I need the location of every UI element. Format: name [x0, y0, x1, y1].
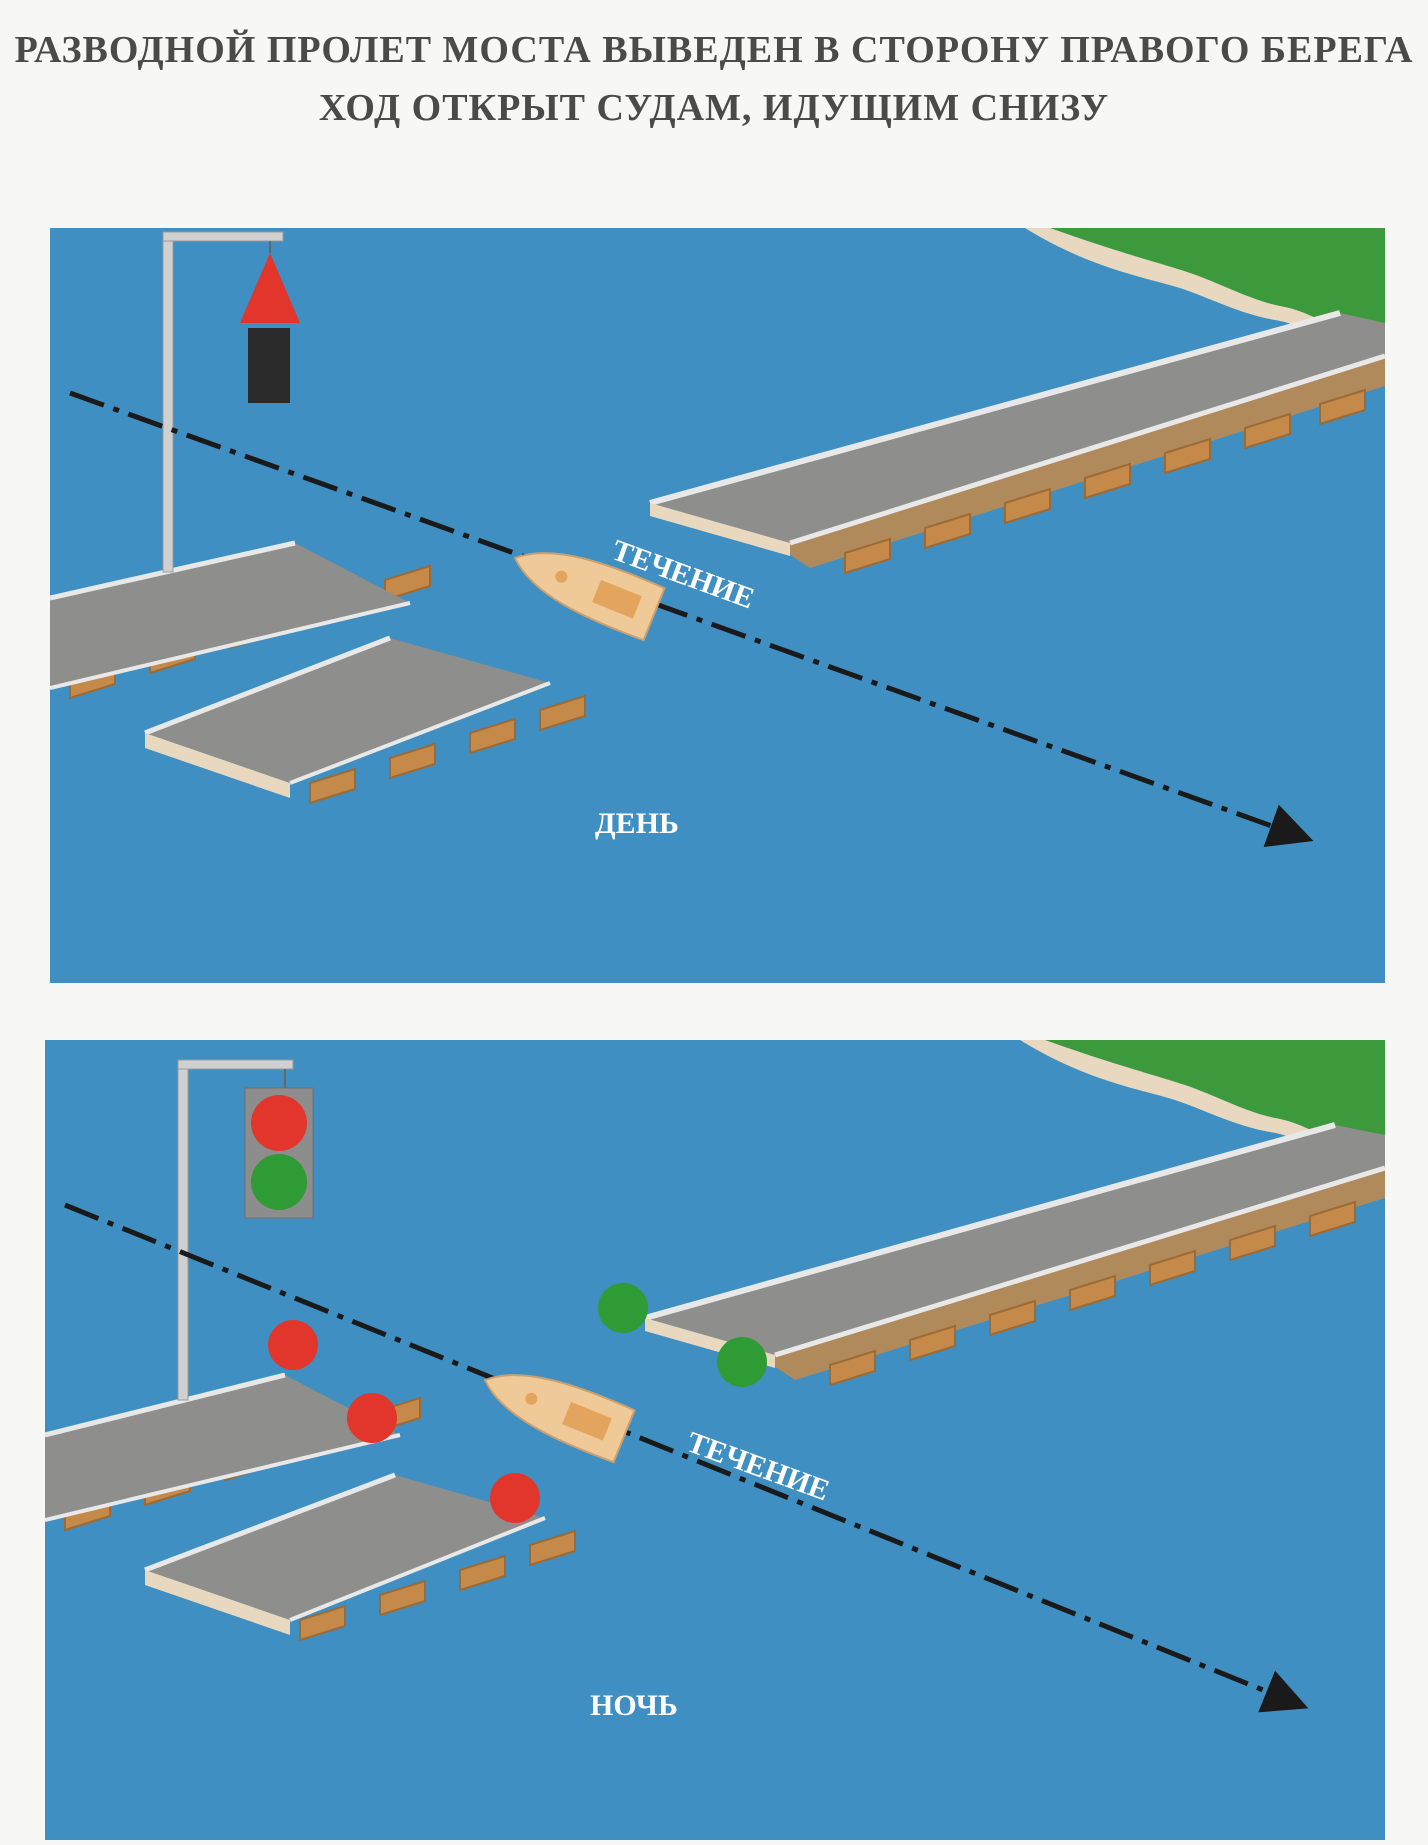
green-light-icon: [251, 1154, 307, 1210]
left-bridge-section-upper: [44, 1372, 421, 1532]
night-label: НОЧЬ: [590, 1689, 678, 1722]
fairway-line: [69, 390, 1314, 847]
signal-mast: [177, 1059, 294, 1401]
day-panel: ТЕЧЕНИЕ ДЕНЬ: [49, 228, 1386, 983]
red-light-icon: [251, 1095, 307, 1151]
fairway-line: [64, 1202, 1309, 1713]
green-light-icon: [598, 1283, 648, 1333]
day-label: ДЕНЬ: [595, 807, 679, 840]
red-light-icon: [490, 1473, 540, 1523]
left-bridge-section-lower: [144, 1472, 576, 1642]
night-panel: ТЕЧЕНИЕ НОЧЬ: [44, 1040, 1386, 1840]
page-title-line-2: ХОД ОТКРЫТ СУДАМ, ИДУЩИМ СНИЗУ: [318, 87, 1110, 129]
red-light-icon: [347, 1393, 397, 1443]
red-cone-icon: [240, 253, 300, 323]
left-bridge-section-lower: [144, 635, 586, 805]
right-bridge-section: [649, 310, 1386, 575]
page-title-line-1: РАЗВОДНОЙ ПРОЛЕТ МОСТА ВЫВЕДЕН В СТОРОНУ…: [14, 29, 1414, 71]
black-cylinder-icon: [248, 328, 290, 403]
boat: [513, 552, 666, 642]
boat: [483, 1374, 636, 1464]
red-light-icon: [268, 1320, 318, 1370]
left-bridge-section-upper: [49, 540, 431, 700]
right-bank-shore: [1045, 1040, 1385, 1158]
right-bank-shore: [1050, 228, 1385, 346]
right-bridge-section: [644, 1122, 1386, 1387]
signal-mast: [162, 231, 284, 573]
green-light-icon: [717, 1337, 767, 1387]
